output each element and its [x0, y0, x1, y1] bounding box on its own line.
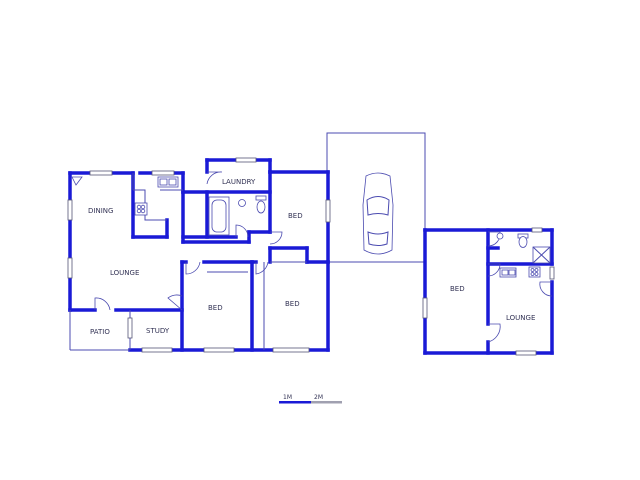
window-icon — [203, 347, 235, 353]
door-swing-icon — [539, 281, 553, 297]
window-icon — [515, 350, 537, 356]
sink-icon — [157, 176, 179, 188]
scale-label-1m: 1M — [283, 394, 292, 401]
window-icon — [422, 297, 428, 319]
interior-lines — [69, 173, 307, 351]
scale-bar: 1M 2M — [279, 394, 342, 404]
window-icon — [67, 199, 73, 221]
door-swing-icon — [487, 263, 501, 277]
window-icon — [141, 347, 173, 353]
window-icon — [531, 227, 543, 233]
corner-triangle-icon — [71, 176, 83, 186]
sink-icon — [238, 199, 246, 207]
fixtures — [71, 176, 551, 278]
windows — [67, 157, 555, 356]
sink-icon — [496, 232, 504, 240]
room-label-bed: BED — [450, 285, 465, 293]
room-label-laundry: LAUNDRY — [222, 178, 256, 186]
window-icon — [325, 199, 331, 223]
door-swing-icon — [487, 323, 501, 343]
room-label-dining: DINING — [88, 207, 113, 215]
bath-icon — [208, 196, 230, 236]
window-icon — [89, 170, 113, 176]
door-swing-icon — [487, 231, 501, 247]
door-swing-icon — [206, 171, 223, 185]
shower-icon — [532, 246, 551, 264]
doors — [94, 171, 553, 343]
window-icon — [67, 257, 73, 279]
door-swing-icon — [167, 294, 183, 311]
stove-icon — [134, 202, 148, 216]
room-labels: DINING LAUNDRY BED LOUNGE BED BED PATIO … — [88, 178, 535, 336]
room-label-lounge: LOUNGE — [506, 314, 535, 322]
room-label-bed: BED — [288, 212, 303, 220]
window-icon — [272, 347, 310, 353]
door-swing-icon — [94, 297, 111, 311]
door-swing-icon — [185, 261, 201, 275]
door-swing-icon — [235, 224, 249, 238]
window-icon — [235, 157, 257, 163]
door-swing-icon — [269, 231, 283, 245]
room-label-patio: PATIO — [90, 328, 110, 336]
main-house-walls — [68, 158, 330, 352]
window-icon — [151, 170, 175, 176]
scale-label-2m: 2M — [314, 394, 323, 401]
room-label-lounge: LOUNGE — [110, 269, 139, 277]
door-swing-icon — [255, 261, 269, 275]
window-icon — [549, 266, 555, 280]
room-label-bed: BED — [208, 304, 223, 312]
car-icon — [362, 172, 394, 255]
carport — [326, 132, 426, 263]
stove-icon — [528, 266, 541, 278]
room-label-study: STUDY — [146, 327, 170, 335]
window-icon — [127, 317, 133, 339]
toilet-icon — [255, 195, 267, 214]
room-label-bed: BED — [285, 300, 300, 308]
toilet-icon — [517, 233, 529, 248]
sink-icon — [499, 267, 517, 278]
